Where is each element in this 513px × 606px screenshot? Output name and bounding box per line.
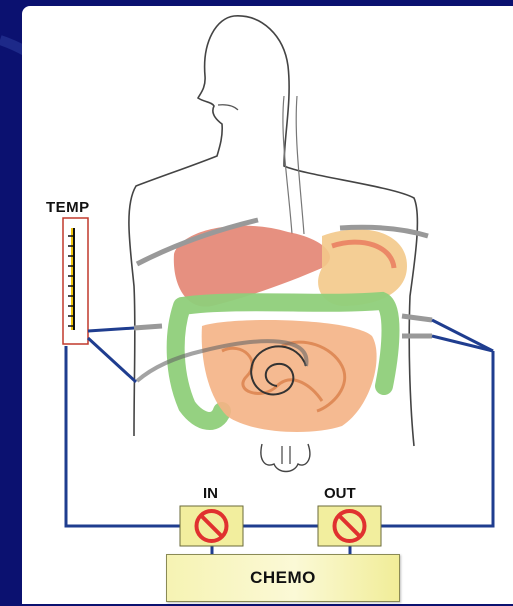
diagram-panel: TEMP IN OUT CHEMO [22,6,513,604]
chemo-reservoir: CHEMO [166,554,400,602]
in-label: IN [203,485,218,502]
in-valve [180,506,243,546]
anatomy-diagram [22,6,513,604]
chemo-label: CHEMO [250,568,316,588]
out-label: OUT [324,485,356,502]
small-intestine [202,320,377,432]
temp-label: TEMP [46,199,90,216]
thermometer-icon [63,218,88,344]
out-valve [318,506,381,546]
